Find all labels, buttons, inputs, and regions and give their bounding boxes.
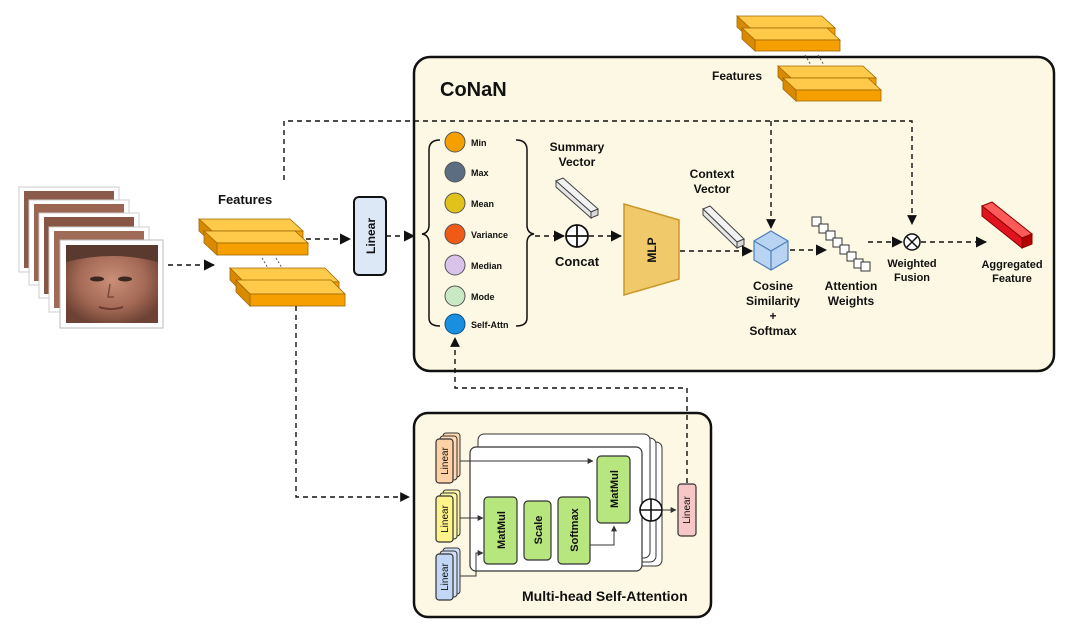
aggregated-feature-label-line2: Feature <box>992 273 1032 285</box>
input-features-label: Features <box>218 192 272 207</box>
feature-bar <box>235 279 346 307</box>
softmax-label: Softmax <box>569 507 581 551</box>
stat-max: Max <box>444 161 489 183</box>
conan-panel <box>412 55 1056 373</box>
concat-icon <box>565 224 589 248</box>
cosine-similarity-cube <box>753 230 789 271</box>
mhsa-title: Multi-head Self-Attention <box>522 588 688 604</box>
input-feature-stack <box>197 218 346 307</box>
summary-vector-label-line1: Summary <box>550 140 605 154</box>
stat-variance-label: Variance <box>471 230 508 240</box>
stat-min-label: Min <box>471 138 487 148</box>
cosine-label-line4: Softmax <box>749 324 797 338</box>
context-vector-label-line2: Vector <box>694 182 731 196</box>
matmul1-label: MatMul <box>496 511 508 549</box>
linear-v-label: Linear <box>440 562 451 590</box>
arrow-mhsa-to-self-attn <box>450 337 688 483</box>
cosine-label-line3: + <box>769 309 776 323</box>
feature-skip-path <box>283 120 917 225</box>
stat-max-label: Max <box>471 168 489 178</box>
linear-out-block <box>677 483 697 537</box>
stat-self-attn: Self-Attn <box>444 313 509 335</box>
scale-block <box>523 500 552 561</box>
concat-label: Concat <box>555 254 600 269</box>
softmax-block <box>557 496 591 565</box>
context-vector-icon <box>702 205 745 250</box>
feature-bar <box>740 27 842 52</box>
stat-self-attn-label: Self-Attn <box>471 320 509 330</box>
scale-label: Scale <box>533 516 545 545</box>
cosine-label-line2: Similarity <box>746 294 800 308</box>
aggregated-feature-label-line1: Aggregated <box>981 259 1042 271</box>
arrow-features-to-mhsa <box>295 306 410 502</box>
feature-bar <box>781 77 883 102</box>
matmul2-block <box>596 455 631 524</box>
stat-mean: Mean <box>444 192 494 214</box>
feature-bar <box>202 230 310 256</box>
mhsa-concat-icon <box>639 498 663 522</box>
conan-title: CoNaN <box>440 79 507 101</box>
linear-block-label: Linear <box>364 218 378 254</box>
linear-out-label: Linear <box>682 495 693 523</box>
context-vector-label-line1: Context <box>690 167 735 181</box>
stat-mean-label: Mean <box>471 199 494 209</box>
matmul1-block <box>483 496 518 565</box>
linear-q-label: Linear <box>440 446 451 474</box>
cosine-label-line1: Cosine <box>753 279 793 293</box>
attention-weights-icon <box>811 216 871 272</box>
stat-variance: Variance <box>444 223 508 245</box>
stats-left-brace <box>421 139 441 327</box>
matmul2-label: MatMul <box>609 470 621 508</box>
weighted-fusion-label-line2: Fusion <box>894 272 930 284</box>
summary-vector-label-line2: Vector <box>559 155 596 169</box>
top-features-label: Features <box>712 69 762 83</box>
stat-mode-label: Mode <box>471 292 495 302</box>
stat-min: Min <box>444 131 487 153</box>
stat-mode: Mode <box>444 285 495 307</box>
face-frame-front <box>59 239 164 329</box>
arrow-v-to-matmul1 <box>470 550 484 577</box>
stat-median: Median <box>444 254 502 276</box>
linear-k-block: Linear <box>435 489 461 543</box>
arrow-softmax-to-matmul2 <box>590 525 617 546</box>
top-feature-stack <box>735 15 883 102</box>
aggregated-feature-icon <box>981 201 1033 250</box>
input-face-frames <box>18 186 164 329</box>
linear-v-block: Linear <box>435 547 461 601</box>
linear-q-block: Linear <box>435 432 461 484</box>
stat-median-label: Median <box>471 261 502 271</box>
weighted-fusion-label-line1: Weighted <box>887 258 936 270</box>
weighted-fusion-icon <box>903 233 921 251</box>
attention-weights-label-line1: Attention <box>825 279 878 293</box>
linear-k-label: Linear <box>440 504 451 532</box>
mlp-block <box>623 203 680 296</box>
attention-weights-label-line2: Weights <box>828 294 875 308</box>
stats-right-brace <box>515 139 535 327</box>
summary-vector-icon <box>555 177 599 220</box>
mlp-label: MLP <box>645 237 659 262</box>
